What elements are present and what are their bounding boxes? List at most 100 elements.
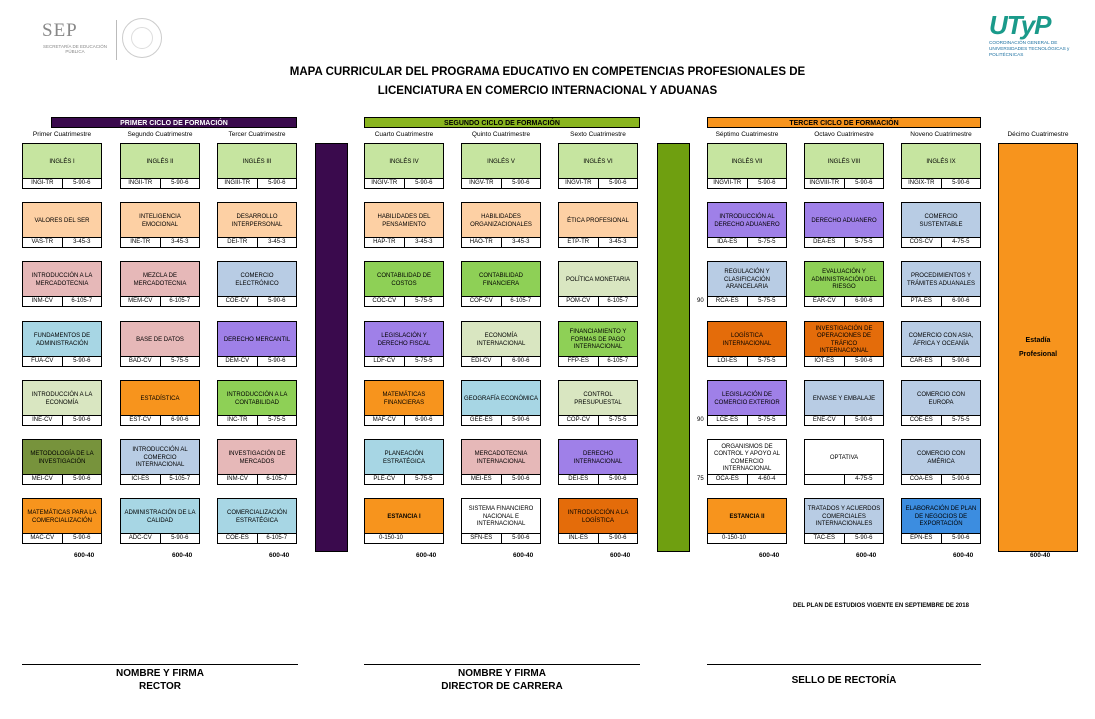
course-code: INM-CV bbox=[218, 475, 258, 484]
course-name: ESTANCIA I bbox=[387, 513, 421, 520]
course-name: GEOGRAFÍA ECONÓMICA bbox=[464, 395, 539, 402]
course-code: CAR-ES bbox=[902, 357, 942, 366]
course-name: INGLÉS IX bbox=[926, 158, 956, 165]
course-credits: 5-90-6 bbox=[268, 180, 286, 186]
course-code: SFN-ES bbox=[462, 534, 502, 543]
course-name: ORGANISMOS DE CONTROL Y APOYO AL COMERCI… bbox=[714, 443, 780, 473]
course-code: INC-TR bbox=[218, 416, 258, 425]
course-credits: 6-90-6 bbox=[952, 298, 970, 304]
course-footer: INM-CV 6-105-7 bbox=[218, 474, 296, 484]
course-credits: 3-45-3 bbox=[268, 239, 286, 245]
first-cycle-vertical-bar bbox=[315, 143, 348, 552]
course-code: INE-TR bbox=[121, 238, 161, 247]
course-name: DERECHO ADUANERO bbox=[811, 217, 877, 224]
semester-total: 600-40 bbox=[856, 552, 877, 559]
course-code: INGIX-TR bbox=[902, 179, 942, 188]
course-code: INGVIII-TR bbox=[805, 179, 845, 188]
semester-total: 600-40 bbox=[269, 552, 290, 559]
course-code: DEA-ES bbox=[805, 238, 845, 247]
course-code: GEE-ES bbox=[462, 416, 502, 425]
course-code: IOT-ES bbox=[805, 357, 845, 366]
semester-total: 600-40 bbox=[759, 552, 780, 559]
course-code: MAC-CV bbox=[23, 534, 63, 543]
signature-line-director bbox=[364, 664, 640, 665]
course-credits: 5-90-6 bbox=[855, 358, 873, 364]
signature-seal-line1: SELLO DE RECTORÍA bbox=[791, 675, 897, 686]
course-credits: 5-90-6 bbox=[855, 180, 873, 186]
course-card: TRATADOS Y ACUERDOS COMERCIALES INTERNAC… bbox=[804, 498, 884, 544]
course-code: BAD-CV bbox=[121, 357, 161, 366]
course-code: DEI-TR bbox=[218, 238, 258, 247]
course-name: MATEMÁTICAS FINANCIERAS bbox=[382, 392, 426, 406]
semester-total: 600-40 bbox=[416, 552, 437, 559]
course-credits: 6-105-7 bbox=[266, 476, 288, 482]
course-credits: 5-90-6 bbox=[512, 476, 530, 482]
course-credits: 0-150-10 bbox=[379, 535, 404, 541]
course-code: HAP-TR bbox=[365, 238, 405, 247]
utp-logo: UTyP COORDINACIÓN GENERAL DE UNIVERSIDAD… bbox=[985, 10, 1075, 60]
course-code: LOI-ES bbox=[708, 357, 748, 366]
course-credits: 5-75-5 bbox=[171, 358, 189, 364]
course-credits: 5-75-5 bbox=[855, 239, 873, 245]
signature-rector: NOMBRE Y FIRMA RECTOR bbox=[22, 667, 298, 693]
course-code: COP-CV bbox=[559, 416, 599, 425]
course-name: ENVASE Y EMBALAJE bbox=[812, 395, 876, 402]
course-credits: 6-90-6 bbox=[512, 358, 530, 364]
semester-total: 600-40 bbox=[172, 552, 193, 559]
course-credits: 6-105-7 bbox=[266, 535, 288, 541]
course-card: INVESTIGACIÓN DE OPERACIONES DE TRÁFICO … bbox=[804, 321, 884, 367]
course-name: INTRODUCCIÓN A LA LOGÍSTICA bbox=[567, 510, 629, 524]
course-code: LDF-CV bbox=[365, 357, 405, 366]
course-code: INGII-TR bbox=[121, 179, 161, 188]
course-name: MATEMÁTICAS PARA LA COMERCIALIZACIÓN bbox=[27, 510, 97, 524]
signature-director: NOMBRE Y FIRMA DIRECTOR DE CARRERA bbox=[364, 667, 640, 693]
course-credits: 6-90-6 bbox=[855, 298, 873, 304]
plan-note: DEL PLAN DE ESTUDIOS VIGENTE EN SEPTIEMB… bbox=[793, 603, 969, 609]
course-name: PLANEACIÓN ESTRATÉGICA bbox=[383, 451, 425, 465]
course-code: MEI-ES bbox=[462, 475, 502, 484]
course-code: PTA-ES bbox=[902, 297, 942, 306]
course-credits: 5-75-5 bbox=[268, 417, 286, 423]
course-name: FUNDAMENTOS DE ADMINISTRACIÓN bbox=[33, 333, 91, 347]
course-name: COMERCIO CON AMÉRICA bbox=[917, 451, 965, 465]
course-footer: IOT-ES 5-90-6 bbox=[805, 356, 883, 366]
course-credits: 5-90-6 bbox=[609, 180, 627, 186]
course-footer: DEI-TR 3-45-3 bbox=[218, 237, 296, 247]
course-name: COMERCIO CON EUROPA bbox=[917, 392, 965, 406]
course-name: LEGISLACIÓN DE COMERCIO EXTERIOR bbox=[714, 392, 780, 406]
page-title-line1: MAPA CURRICULAR DEL PROGRAMA EDUCATIVO E… bbox=[289, 66, 806, 78]
course-credits: 6-105-7 bbox=[71, 298, 93, 304]
